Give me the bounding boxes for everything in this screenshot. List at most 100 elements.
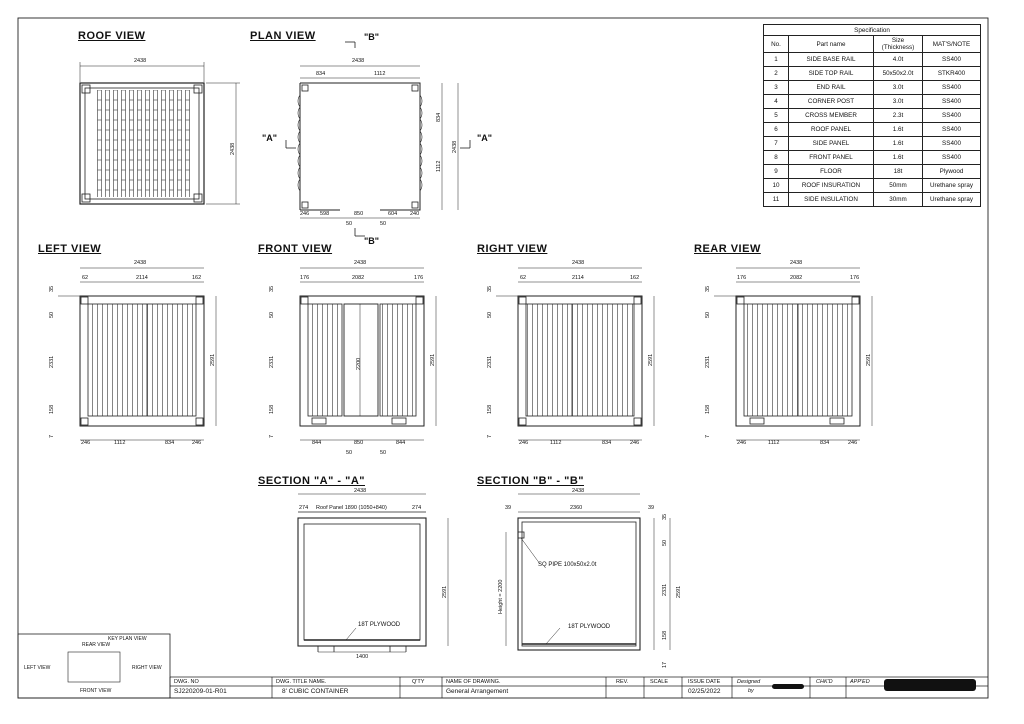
spec-cell-part: SIDE INSULATION [788,192,874,207]
spec-caption: Specification [763,24,981,36]
dim-plan-b1: 246 [300,211,310,217]
dim-front-h158: 158 [269,404,275,414]
dim-right-b4: 246 [630,440,640,446]
spec-cell-part: CROSS MEMBER [788,108,874,123]
spec-cell-mat: SS400 [922,108,981,123]
dim-sec-a-width: 2438 [354,488,367,494]
dim-front-h35: 35 [269,285,275,292]
spec-cell-mat: STKR400 [922,66,981,81]
dim-plan-b3: 850 [354,211,364,217]
dim-plan-b7: 50 [380,221,387,227]
dim-plan-b5: 240 [410,211,420,217]
dim-front-door-h: 2200 [356,357,362,370]
dim-left-r: 162 [192,275,202,281]
section-a-title: SECTION "A" - "A" [258,475,365,487]
designer-signature-redacted [772,684,804,689]
spec-cell-no: 11 [763,192,789,207]
dim-front-width: 2438 [354,260,367,266]
dim-left-b2: 1112 [114,440,126,446]
dim-rear-m: 2082 [790,275,803,281]
tb-name: General Arrangement [446,688,509,695]
dim-front-h2331: 2331 [269,355,275,368]
dim-right-h50: 50 [487,311,493,318]
tb-title: 8' CUBIC CONTAINER [282,688,349,695]
dim-left-h158: 158 [49,404,55,414]
dim-rear-h2331: 2331 [705,355,711,368]
key-plan-drawing [17,633,171,699]
dim-plan-top-left: 834 [316,71,326,77]
spec-cell-mat: Plywood [922,164,981,179]
dim-right-l: 62 [520,275,527,281]
dim-front-h7: 7 [269,434,275,438]
spec-header-mat: MAT'S/NOTE [922,35,981,53]
spec-cell-size: 2.3t [873,108,923,123]
marker-b-bottom: "B" [364,236,380,246]
dim-rear-h2591: 2591 [866,353,872,366]
dim-front-b2: 850 [354,440,364,446]
dim-front-b4: 50 [346,450,353,456]
spec-cell-no: 5 [763,108,789,123]
key-plan-left: LEFT VIEW [24,665,51,671]
front-view-title: FRONT VIEW [258,243,333,255]
spec-cell-mat: SS400 [922,80,981,95]
marker-a-left: "A" [262,133,278,143]
tb-chkd-label: CHK'D [816,679,833,685]
right-view-drawing [496,267,655,441]
spec-cell-size: 3.0t [873,80,923,95]
dim-front-b1: 844 [312,440,322,446]
spec-cell-no: 10 [763,178,789,193]
roof-view-drawing [79,62,240,205]
dim-sec-a-r: 274 [412,505,422,511]
dim-front-h50: 50 [269,311,275,318]
spec-cell-part: FLOOR [788,164,874,179]
dim-sec-b-h35: 35 [662,513,668,520]
dim-left-m: 2114 [136,275,148,281]
spec-cell-mat: SS400 [922,94,981,109]
roof-view-title: ROOF VIEW [78,30,146,42]
dim-rear-l: 176 [737,275,747,281]
note-sec-b-plywood: 18T PLYWOOD [568,624,611,630]
spec-cell-no: 2 [763,66,789,81]
left-view-title: LEFT VIEW [38,243,102,255]
key-plan-title: KEY PLAN VIEW [108,636,147,642]
dim-plan-b6: 50 [346,221,353,227]
spec-header-part: Part name [788,35,874,53]
spec-cell-part: END RAIL [788,80,874,95]
dim-front-m: 2082 [352,275,365,281]
dim-left-h2331: 2331 [49,355,55,368]
spec-cell-part: SIDE TOP RAIL [788,66,874,81]
spec-cell-part: ROOF PANEL [788,122,874,137]
dim-sec-b-width: 2438 [572,488,585,494]
right-view-title: RIGHT VIEW [477,243,548,255]
tb-qty-label: Q'TY [412,679,425,685]
spec-cell-size: 30mm [873,192,923,207]
spec-cell-mat: SS400 [922,136,981,151]
section-b-drawing [505,493,671,651]
dim-sec-a-h: 2591 [442,585,448,598]
dim-left-b1: 246 [81,440,91,446]
note-sec-a-plywood: 18T PLYWOOD [358,622,401,628]
dim-plan-right-bottom: 1112 [436,160,442,172]
dim-plan-width: 2438 [352,58,365,64]
section-a-drawing [297,493,449,653]
dim-right-r: 162 [630,275,640,281]
dim-rear-r: 176 [850,275,860,281]
dim-left-b3: 834 [165,440,175,446]
dim-rear-width: 2438 [790,260,803,266]
spec-header-no: No. [763,35,789,53]
plan-view-drawing [285,41,471,237]
spec-cell-mat: Urethane spray [922,178,981,193]
spec-cell-mat: SS400 [922,52,981,67]
spec-cell-no: 9 [763,164,789,179]
dim-plan-right-top: 834 [436,112,442,122]
specification-table: Specification No. Part name Size (Thickn… [763,24,981,207]
dim-rear-h50: 50 [705,311,711,318]
dim-sec-a-l: 274 [299,505,309,511]
dim-rear-b2: 1112 [768,440,780,446]
dim-right-h2591: 2591 [648,353,654,366]
